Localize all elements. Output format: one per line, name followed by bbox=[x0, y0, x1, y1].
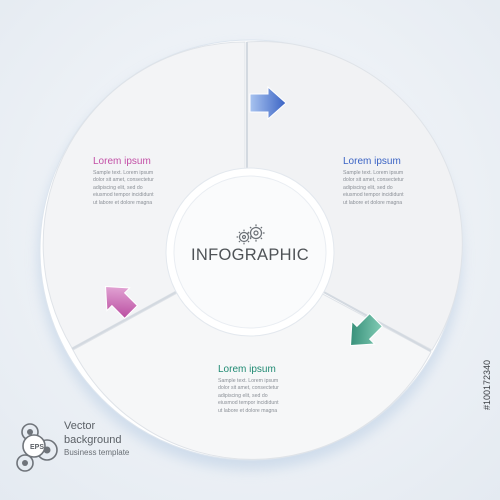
body-line: ut labore et dolore magna bbox=[218, 407, 278, 414]
footer-line-2: background bbox=[64, 434, 122, 446]
body-line: eiusmod tempor incididunt bbox=[218, 400, 279, 407]
segment-body: Sample text. Lorem ipsum dolor sit amet,… bbox=[93, 170, 183, 207]
body-line: eiusmod tempor incididunt bbox=[93, 192, 154, 199]
eps-label: EPS bbox=[30, 444, 45, 451]
body-line: Sample text. Lorem ipsum bbox=[343, 170, 404, 176]
body-line: adipiscing elit, sed do bbox=[93, 184, 143, 191]
body-line: dolor sit amet, consectetur bbox=[93, 177, 154, 184]
footer-line-1: Vector bbox=[64, 420, 96, 432]
hub-center bbox=[173, 175, 327, 329]
eps-badge-icon bbox=[16, 423, 58, 472]
body-line: dolor sit amet, consectetur bbox=[218, 385, 279, 392]
body-line: adipiscing elit, sed do bbox=[218, 392, 268, 399]
arrow-right-icon bbox=[249, 85, 287, 121]
divider-left bbox=[71, 289, 181, 350]
center-title: INFOGRAPHIC bbox=[191, 246, 309, 264]
body-line: Sample text. Lorem ipsum bbox=[93, 170, 154, 176]
gears-icon bbox=[236, 224, 265, 245]
arrow-down-left-icon bbox=[350, 312, 384, 346]
stock-id: #100172340 bbox=[482, 359, 492, 410]
segment-blue-text: Lorem ipsum Sample text. Lorem ipsum dol… bbox=[343, 156, 433, 207]
segment-body: Sample text. Lorem ipsum dolor sit amet,… bbox=[218, 378, 308, 415]
segment-body: Sample text. Lorem ipsum dolor sit amet,… bbox=[343, 170, 433, 207]
segment-title: Lorem ipsum bbox=[218, 364, 276, 375]
footer-line-3: Business template bbox=[64, 448, 130, 457]
segment-title: Lorem ipsum bbox=[343, 156, 401, 167]
body-line: ut labore et dolore magna bbox=[93, 199, 153, 206]
body-line: adipiscing elit, sed do bbox=[343, 184, 393, 191]
segment-pink-text: Lorem ipsum Sample text. Lorem ipsum dol… bbox=[93, 156, 183, 207]
arrow-up-left-icon bbox=[105, 286, 139, 320]
body-line: eiusmod tempor incididunt bbox=[343, 192, 404, 199]
body-line: dolor sit amet, consectetur bbox=[343, 177, 404, 184]
body-line: ut labore et dolore magna bbox=[343, 199, 403, 206]
body-line: Sample text. Lorem ipsum bbox=[218, 378, 279, 384]
segment-title: Lorem ipsum bbox=[93, 156, 151, 167]
segment-green-text: Lorem ipsum Sample text. Lorem ipsum dol… bbox=[218, 364, 308, 415]
